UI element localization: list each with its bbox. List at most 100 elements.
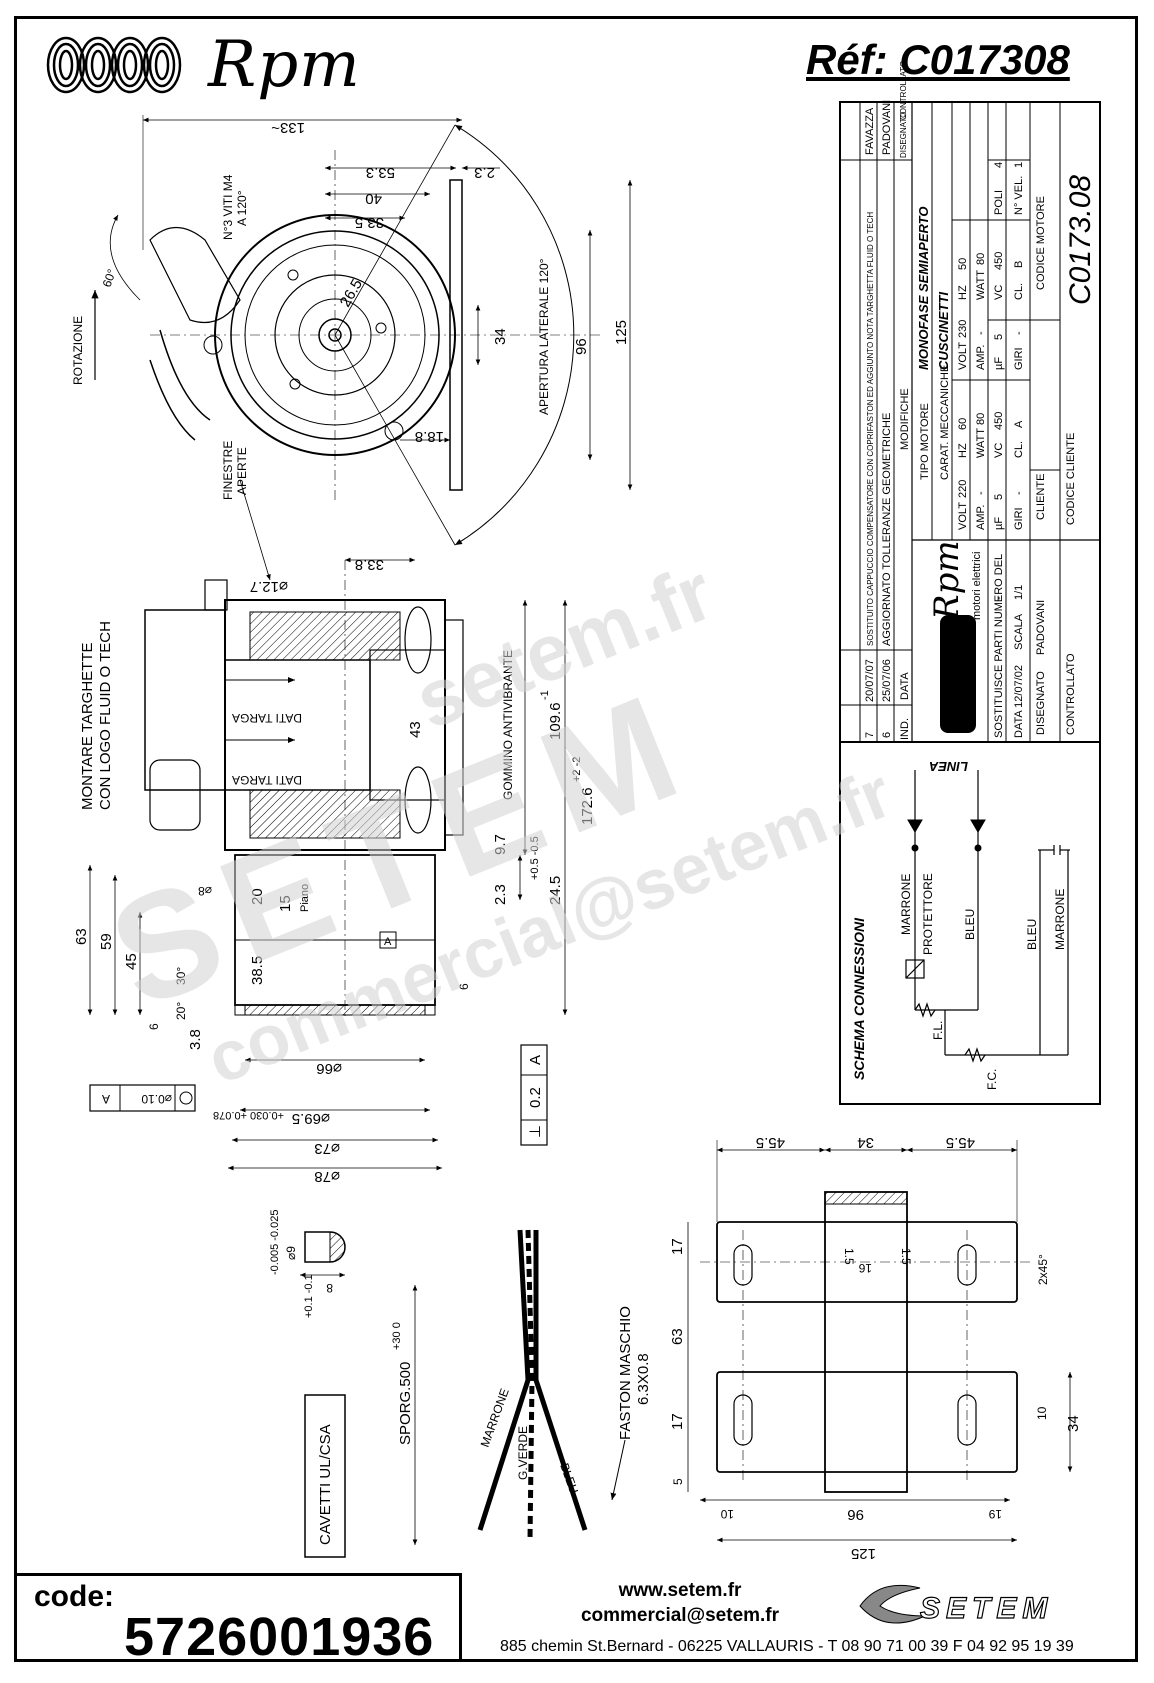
drawn-label: DISEGNATO (1035, 671, 1047, 735)
piano-label: Piano (299, 884, 311, 912)
shaft-tol-9: -0.005 -0.025 (269, 1210, 281, 1275)
bracket-labels: 45.5 34 45.5 17 1.5 16 1.5 2x45° 63 17 5… (669, 1134, 1082, 1562)
coil-logo-icon (46, 36, 182, 94)
dim-33-8: 33.8 (355, 556, 384, 573)
t1-uf-label: µF (993, 517, 1005, 530)
t1-vc: 450 (993, 412, 1005, 430)
rev-7-text: SOSTITUITO CAPPUCCIO COMPENSATORE CON CO… (866, 212, 875, 646)
rev-7-by: FAVAZZA (864, 107, 876, 155)
motor-type-label: TIPO MOTORE (919, 403, 931, 480)
watermark: setem.fr SETEM commercial@setem.fr (89, 547, 902, 1099)
drawing-date: DATA 12/07/02 (1013, 665, 1025, 738)
rev-6-number: 6 (881, 732, 893, 738)
rev-6-date: 25/07/06 (881, 659, 893, 702)
tol-69-5: +0.030 +0.078 (213, 1109, 284, 1121)
bracket-dim-45-5-a: 45.5 (756, 1134, 785, 1151)
dim-96: 96 (573, 338, 590, 355)
gdt-conc-value: ⌀0.10 (141, 1092, 172, 1106)
t2-watt: 80 (975, 253, 987, 265)
screws-note-1: N°3 VITI M4 (221, 174, 235, 240)
dim-20: 20 (249, 888, 266, 905)
bracket-dim-63: 63 (669, 1328, 686, 1345)
dim-45: 45 (123, 953, 140, 970)
gdt-perp-ref: A (527, 1055, 544, 1065)
grommet-label: GOMMINO ANTIVIBRANTE (501, 650, 515, 800)
t2-amp: - (975, 331, 987, 335)
t1-vc-label: VC (993, 443, 1005, 458)
dim-172-6: 172.6 (579, 787, 596, 825)
t2-amp-label: AMP. (975, 345, 987, 370)
dim-38-5: 38.5 (249, 956, 266, 985)
title-logo-sub: motori elettrici (971, 552, 983, 620)
customer-code-label: CODICE CLIENTE (1065, 433, 1077, 525)
bracket-dim-96: 96 (847, 1506, 864, 1523)
protector-label: PROTETTORE (921, 873, 935, 955)
email-link[interactable]: commercial@setem.fr (580, 1605, 780, 1626)
dim-66: ⌀66 (316, 1060, 342, 1077)
front-view (91, 115, 633, 546)
dim-40: 40 (365, 190, 382, 207)
dim-53-3: 53.3 (366, 164, 395, 181)
setem-swirl-icon: SETEM (859, 1584, 1048, 1626)
head-modifications: MODIFICHE (899, 388, 911, 450)
bracket-dim-125: 125 (851, 1545, 876, 1562)
t1-hz: 60 (957, 418, 969, 430)
head-drawn: DISEGNATO (899, 112, 908, 158)
shaft-detail-labels: ⌀9 -0.005 -0.025 8 +0.1 -0.1 (269, 1210, 333, 1318)
dim-109-6: 109.6 (547, 702, 564, 740)
tol-172-6: +2 -2 (571, 757, 583, 782)
bracket-dim-19: 19 (988, 1507, 1002, 1521)
t2-cl: B (1013, 261, 1025, 268)
scale-value: 1/1 (1013, 585, 1025, 600)
t2-giri-label: GIRI (1013, 347, 1025, 370)
lead-length-tol: +30 0 (391, 1322, 403, 1350)
leads-drawing (304, 1229, 626, 1558)
t1-cl: A (1013, 420, 1025, 428)
faston-note-2: 6.3X0.8 (635, 1353, 652, 1405)
plates-note-1: MONTARE TARGHETTE (79, 642, 96, 810)
shaft-detail (300, 1231, 346, 1278)
dim-6-b: 6 (457, 983, 471, 990)
dim-12-7: ⌀12.7 (250, 578, 288, 595)
bracket-dim-1-5-a: 1.5 (842, 1248, 856, 1265)
t2-cl-label: CL. (1013, 283, 1025, 300)
angle-60: 60° (100, 267, 119, 289)
bracket-dim-10-right: 10 (1035, 1406, 1049, 1420)
bracket-dim-45-5-b: 45.5 (946, 1134, 975, 1151)
shaft-dim-8: 8 (326, 1281, 333, 1295)
brand-name: Rpm (208, 28, 361, 102)
t2-hz: 50 (957, 258, 969, 270)
dim-2-3-b: 2.3 (492, 884, 509, 905)
customer-label: CLIENTE (1035, 474, 1047, 520)
t1-cl-label: CL. (1013, 441, 1025, 458)
footer-address: 885 chemin St.Bernard - 06225 VALLAURIS … (500, 1638, 1074, 1655)
title-block (839, 101, 1101, 1105)
rpm-logo: Rpm (46, 28, 361, 102)
t1-amp: - (975, 491, 987, 495)
t2-giri: - (1013, 331, 1025, 335)
code-box: code: 5726001936 (14, 1573, 462, 1667)
dim-73: ⌀73 (314, 1140, 340, 1157)
t1-giri-label: GIRI (1013, 507, 1025, 530)
website-link[interactable]: www.setem.fr (618, 1580, 742, 1601)
fc-label: F.C. (985, 1069, 999, 1090)
bracket-dim-5: 5 (671, 1478, 685, 1485)
t2-watt-label: WATT (975, 270, 987, 300)
dim-34: 34 (492, 328, 509, 345)
footer-contacts: www.setem.fr commercial@setem.fr (560, 1578, 800, 1628)
motor-code: C0173.08 (1064, 175, 1097, 305)
dim-9-7: 9.7 (492, 834, 509, 855)
t1-volt: 220 (957, 480, 969, 498)
head-index: IND. (899, 718, 911, 740)
setem-logo: SETEM (850, 1576, 1110, 1641)
replaces-label: SOSTITUISCE PARTI NUMERO DEL (993, 554, 1005, 738)
bracket-dim-10-bottom: 10 (720, 1507, 734, 1521)
t1-amp-label: AMP. (975, 505, 987, 530)
windows-label-1: FINESTRE (221, 441, 235, 500)
mech-value: CUSCINETTI (936, 292, 951, 370)
rotation-label: ROTAZIONE (71, 316, 85, 385)
t1-watt: 80 (975, 413, 987, 425)
bracket-dim-16: 16 (858, 1261, 872, 1275)
